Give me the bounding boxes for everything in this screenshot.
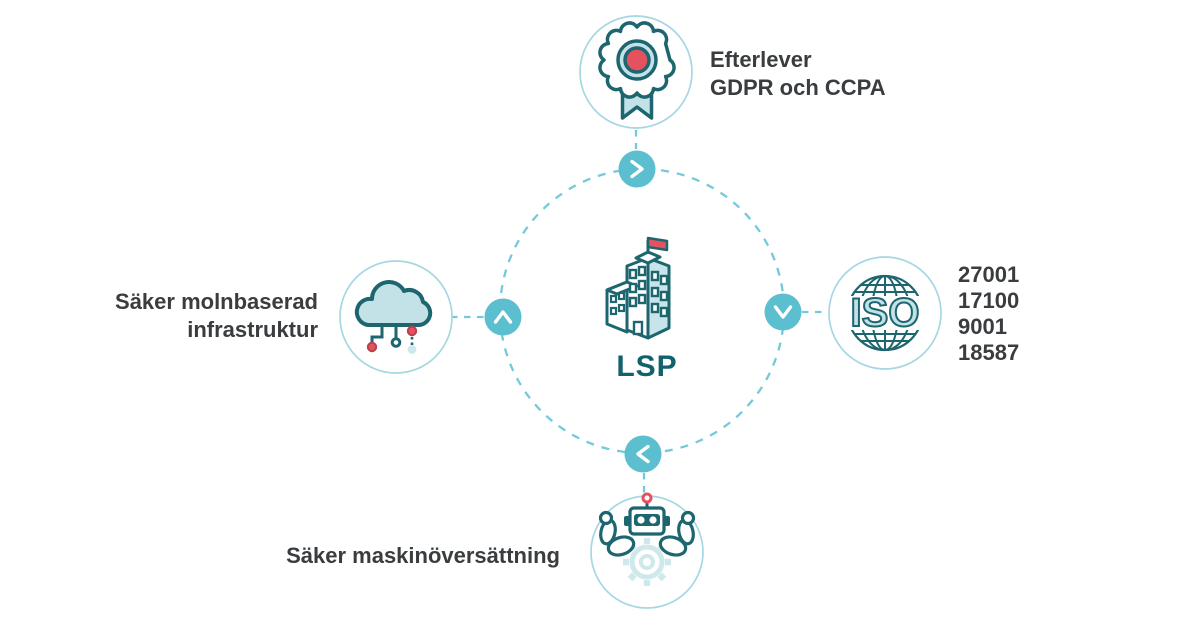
iso-number: 27001 [958,262,1020,287]
label-gdpr-ccpa: Efterlever GDPR och CCPA [710,46,886,102]
chevron-up-icon [493,310,513,324]
cycle-node-bottom [624,435,662,473]
gear-icon [623,538,671,586]
label-iso-numbers: 27001 17100 9001 18587 [958,262,1019,366]
iso-number: 18587 [958,340,1020,365]
chevron-down-icon [773,305,793,319]
label-cloud-infrastructure: Säker molnbaserad infrastruktur [115,288,318,344]
award-ribbon-icon [598,21,676,120]
label-line: Säker molnbaserad [115,289,318,314]
chevron-left-icon [636,444,650,464]
robot-strength-icon [598,492,696,586]
iso-globe-icon: ISO [839,274,931,352]
center-lsp-label: LSP [616,350,678,383]
cloud-network-icon [354,280,433,354]
label-line: GDPR och CCPA [710,75,886,100]
iso-number: 17100 [958,288,1020,313]
door [632,320,644,336]
iso-number: 9001 [958,314,1007,339]
label-line: Efterlever [710,47,812,72]
chevron-right-icon [630,159,644,179]
cycle-node-top [618,150,656,188]
building-with-flag-icon [605,236,671,340]
label-line: infrastruktur [187,317,318,342]
label-machine-translation: Säker maskinöversättning [286,542,560,570]
cycle-node-left [484,298,522,336]
iso-text: ISO [851,291,920,335]
flag-icon [646,236,669,252]
cycle-node-right [764,293,802,331]
label-line: Säker maskinöversättning [286,543,560,568]
